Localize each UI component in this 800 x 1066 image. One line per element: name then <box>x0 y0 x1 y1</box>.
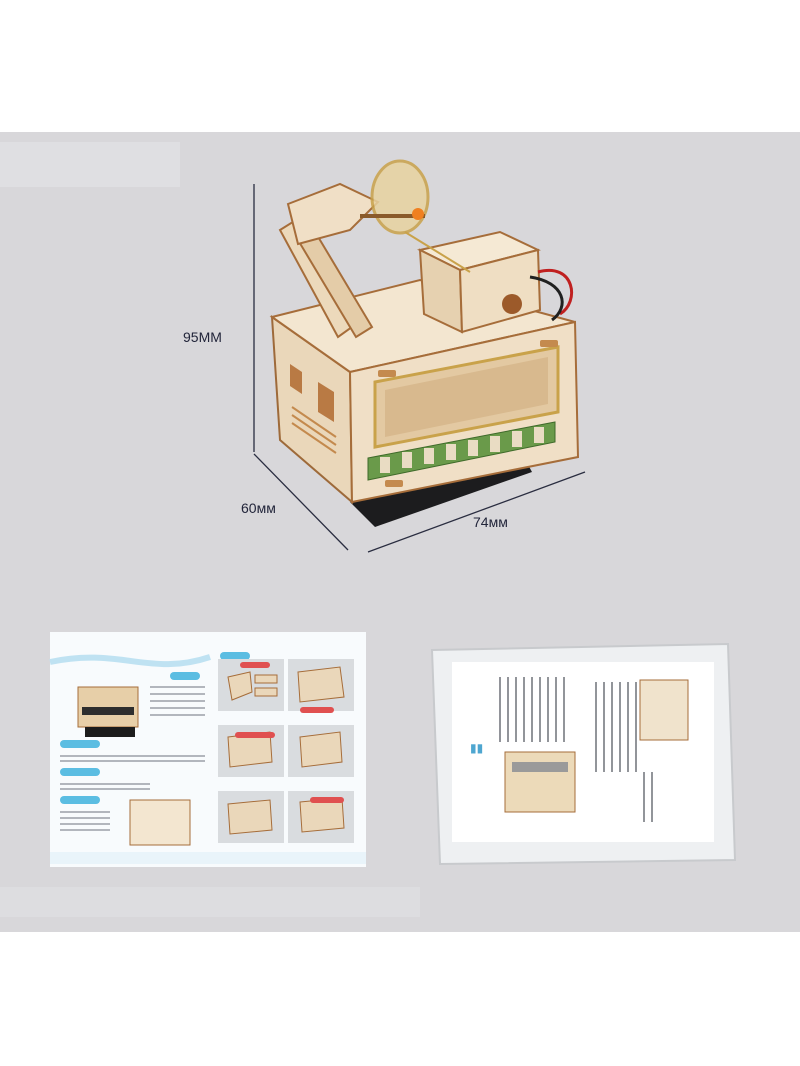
manual-page <box>49 632 366 867</box>
side-window <box>290 364 302 394</box>
packaged-manual: ▮▮ <box>430 642 737 866</box>
slot <box>378 370 396 377</box>
side-window <box>318 382 334 422</box>
product-illustration: ▮▮ <box>0 142 737 917</box>
black-wire <box>529 275 564 322</box>
battery-strip <box>367 421 556 481</box>
dimension-lines <box>253 184 586 553</box>
motor-hole <box>502 294 522 314</box>
rubber-band <box>404 231 471 273</box>
width-label: 74мм <box>473 514 508 530</box>
orange-gear <box>412 208 424 220</box>
wooden-model <box>269 159 580 527</box>
pulley-wheel <box>370 159 430 235</box>
window-inner <box>385 357 548 437</box>
slot <box>385 480 403 487</box>
bag-thumb <box>639 679 689 741</box>
bag-model <box>504 751 576 813</box>
red-wire <box>537 268 574 316</box>
slot <box>540 340 558 347</box>
background-smudge <box>0 142 180 187</box>
motor-box-front <box>458 248 542 334</box>
height-label: 95MM <box>183 329 222 345</box>
depth-line <box>253 453 349 551</box>
width-line <box>367 471 586 553</box>
depth-label: 60мм <box>241 500 276 516</box>
battery-slots <box>380 427 544 473</box>
svg-text:▮▮: ▮▮ <box>470 741 483 755</box>
side-vents <box>291 406 337 454</box>
product-photo: ▮▮ 95MM 60мм 74мм <box>0 132 800 932</box>
